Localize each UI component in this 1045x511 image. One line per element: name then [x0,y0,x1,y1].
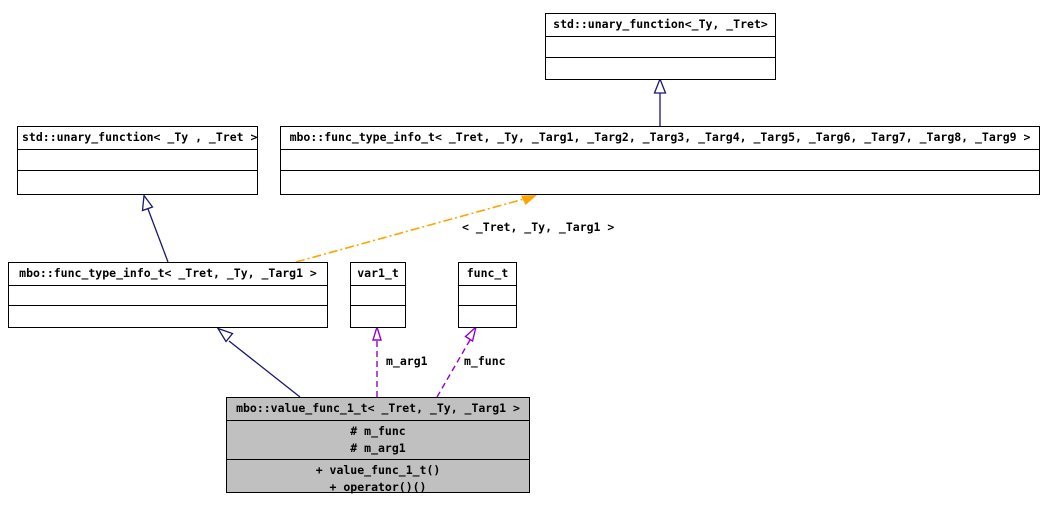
class-title: std::unary_function<_Ty, _Tret> [546,14,775,37]
class-box-func-t[interactable]: func_t [458,262,517,328]
class-operations-compartment [9,306,327,326]
edge-assoc-arg1 [372,324,382,397]
class-box-std-unary-function-left[interactable]: std::unary_function< _Ty , _Tret > [17,126,258,195]
edge-inherit-bottom [216,327,301,398]
class-attributes-compartment [459,286,516,306]
class-attributes-compartment [281,150,1039,171]
class-attributes-compartment [9,286,327,306]
edge-label-m-arg1: m_arg1 [386,354,428,368]
class-attribute: # m_func [350,423,406,438]
class-attributes-compartment: # m_func # m_arg1 [227,421,529,460]
class-operations-compartment [18,171,257,192]
class-attribute: # m_arg1 [350,440,406,455]
class-operations-compartment [351,306,405,326]
edge-inherit-top [653,77,667,126]
class-box-value-func-1-t[interactable]: mbo::value_func_1_t< _Tret, _Ty, _Targ1 … [226,397,530,494]
class-operation: + operator()() [329,479,427,494]
class-box-std-unary-function-top[interactable]: std::unary_function<_Ty, _Tret> [545,13,776,80]
class-title: mbo::func_type_info_t< _Tret, _Ty, _Targ… [281,127,1039,150]
class-operation: + value_func_1_t() [315,462,441,477]
class-box-var1-t[interactable]: var1_t [350,262,406,328]
edge-label-instantiation: < _Tret, _Ty, _Targ1 > [462,220,615,234]
class-title: mbo::func_type_info_t< _Tret, _Ty, _Targ… [9,263,327,286]
class-attributes-compartment [351,286,405,306]
class-attributes-compartment [18,150,257,171]
class-operations-compartment: + value_func_1_t() + operator()() [227,460,529,498]
class-title: std::unary_function< _Ty , _Tret > [18,127,257,150]
class-operations-compartment [281,171,1039,192]
class-title: mbo::value_func_1_t< _Tret, _Ty, _Targ1 … [227,398,529,421]
class-operations-compartment [546,58,775,79]
edge-label-m-func: m_func [464,354,506,368]
edge-inherit-left [141,193,169,263]
class-box-func-type-info-t-full[interactable]: mbo::func_type_info_t< _Tret, _Ty, _Targ… [280,126,1040,195]
class-attributes-compartment [546,37,775,58]
class-operations-compartment [459,306,516,326]
class-title: var1_t [351,263,405,286]
class-box-func-type-info-t-1[interactable]: mbo::func_type_info_t< _Tret, _Ty, _Targ… [8,262,328,328]
class-title: func_t [459,263,516,286]
